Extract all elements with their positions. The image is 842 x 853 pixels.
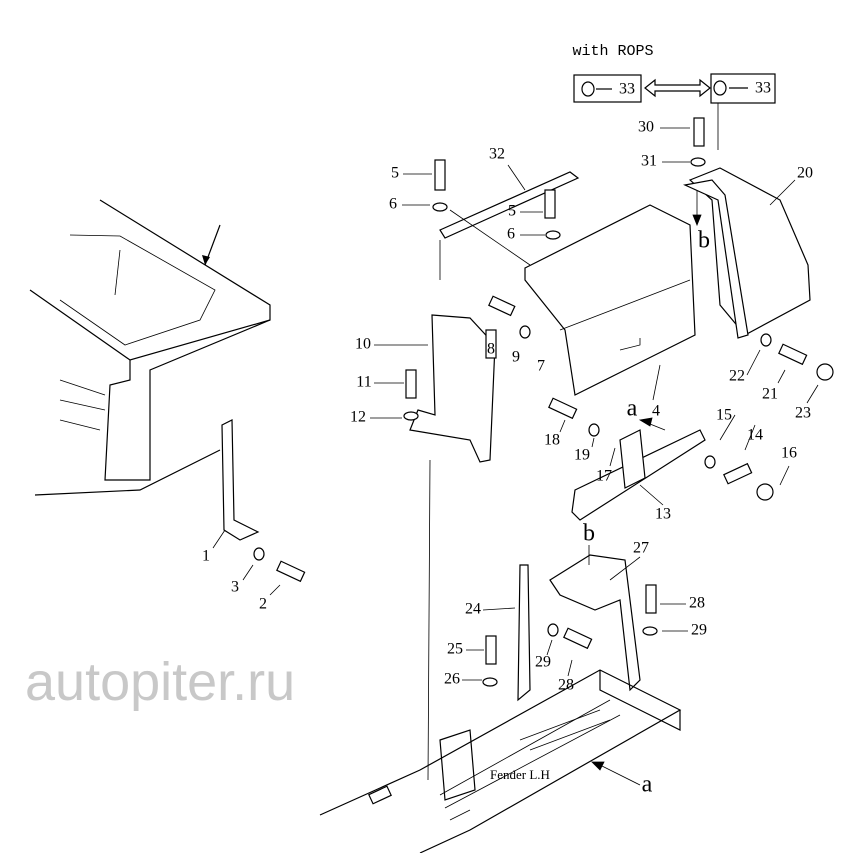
callout: 19 <box>574 447 590 464</box>
part-10-bracket <box>409 314 496 463</box>
callout: 24 <box>465 601 481 618</box>
rops-box-rops: 33 <box>710 73 776 104</box>
leader-lines <box>212 87 819 786</box>
callout: 18 <box>544 432 560 449</box>
callout: 23 <box>795 405 811 422</box>
callout: 31 <box>641 153 657 170</box>
callout: 17 <box>596 468 612 485</box>
part-1-bracket <box>221 419 260 541</box>
cap-icon <box>713 80 727 96</box>
callout: 5 <box>391 165 399 182</box>
callout: b <box>583 521 595 547</box>
part-32-bar <box>439 171 580 239</box>
callout: 12 <box>350 409 366 426</box>
callout: 14 <box>747 427 763 444</box>
callout: 13 <box>655 506 671 523</box>
callout: 6 <box>507 226 515 243</box>
cap-icon <box>581 81 595 97</box>
callout: 20 <box>797 165 813 182</box>
callout: b <box>698 228 710 254</box>
callout: 7 <box>537 358 545 375</box>
callout: 6 <box>389 196 397 213</box>
callout: a <box>642 772 653 798</box>
fender-frame <box>319 669 682 853</box>
double-arrow-icon <box>644 78 711 98</box>
callout: 22 <box>729 368 745 385</box>
callout: 2 <box>259 596 267 613</box>
callout: 29 <box>535 654 551 671</box>
callout: 21 <box>762 386 778 403</box>
callout: 16 <box>781 445 797 462</box>
callout: 29 <box>691 622 707 639</box>
callout: 11 <box>356 374 371 391</box>
machine-body-left <box>29 199 271 496</box>
part-24-bracket <box>517 564 531 702</box>
svg-text:33: 33 <box>755 80 771 97</box>
callout: 3 <box>231 579 239 596</box>
callout: 27 <box>633 540 649 557</box>
fasteners <box>253 117 834 687</box>
callout: 25 <box>447 641 463 658</box>
watermark: autopiter.ru <box>25 652 295 712</box>
callout: 28 <box>689 595 705 612</box>
callout: 15 <box>716 407 732 424</box>
callout: 5 <box>508 203 516 220</box>
callout: a <box>627 396 638 422</box>
callout: 28 <box>558 677 574 694</box>
with-rops-label: with ROPS <box>572 43 653 60</box>
callout: 10 <box>355 336 371 353</box>
callout: 8 <box>487 341 495 358</box>
svg-text:33: 33 <box>619 81 635 98</box>
callout: 1 <box>202 548 210 565</box>
callouts: 30 31 32 20 5 6 5 6 b 10 8 9 7 11 12 22 … <box>202 119 813 798</box>
fender-label: Fender L.H <box>490 767 550 782</box>
callout: 32 <box>489 146 505 163</box>
callout: 9 <box>512 349 520 366</box>
callout: 30 <box>638 119 654 136</box>
part-27-frame <box>549 554 641 692</box>
part-4-cover <box>524 204 696 396</box>
rops-box-standard: 33 <box>573 74 642 103</box>
callout: 4 <box>652 403 660 420</box>
callout: 26 <box>444 671 460 688</box>
